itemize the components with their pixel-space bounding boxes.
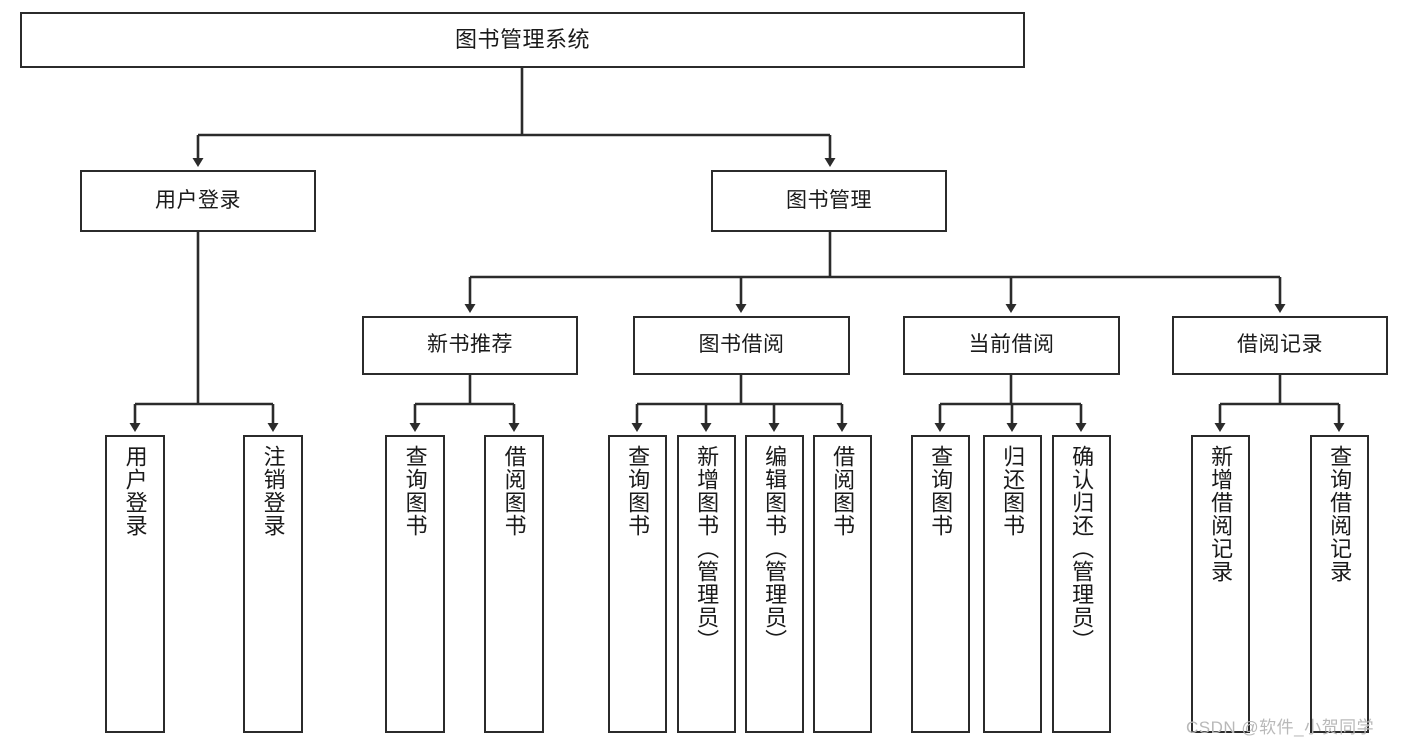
node-leaf-bb-query-book-label: 查询图书 — [625, 445, 651, 537]
node-leaf-cb-query-book-label: 查询图书 — [928, 445, 954, 537]
node-leaf-bb-edit-book-label: 编辑图书（管理员） — [762, 445, 788, 652]
node-leaf-user-login-label: 用户登录 — [122, 445, 148, 537]
node-book-manage[interactable]: 图书管理 — [711, 170, 947, 232]
node-book-borrow-label: 图书借阅 — [698, 333, 785, 357]
node-current-borrow[interactable]: 当前借阅 — [903, 316, 1120, 375]
node-leaf-bb-add-book[interactable]: 新增图书（管理员） — [677, 435, 736, 733]
node-user-login-label: 用户登录 — [155, 188, 241, 212]
node-leaf-bb-query-book[interactable]: 查询图书 — [608, 435, 667, 733]
node-root[interactable]: 图书管理系统 — [20, 12, 1025, 68]
node-leaf-bb-borrow-book[interactable]: 借阅图书 — [813, 435, 872, 733]
node-leaf-rec-borrow-book[interactable]: 借阅图书 — [484, 435, 544, 733]
node-leaf-rec-query-book[interactable]: 查询图书 — [385, 435, 445, 733]
node-leaf-cb-return-book[interactable]: 归还图书 — [983, 435, 1042, 733]
node-leaf-br-query-record[interactable]: 查询借阅记录 — [1310, 435, 1369, 733]
node-book-borrow[interactable]: 图书借阅 — [633, 316, 850, 375]
node-leaf-rec-query-book-label: 查询图书 — [402, 445, 428, 537]
node-leaf-user-login[interactable]: 用户登录 — [105, 435, 165, 733]
node-leaf-user-logout[interactable]: 注销登录 — [243, 435, 303, 733]
node-new-book-recommend[interactable]: 新书推荐 — [362, 316, 578, 375]
node-leaf-bb-borrow-book-label: 借阅图书 — [830, 445, 856, 537]
node-leaf-bb-edit-book[interactable]: 编辑图书（管理员） — [745, 435, 804, 733]
node-leaf-bb-add-book-label: 新增图书（管理员） — [694, 445, 720, 652]
node-leaf-user-logout-label: 注销登录 — [260, 445, 286, 537]
node-leaf-cb-return-book-label: 归还图书 — [1000, 445, 1026, 537]
node-leaf-cb-confirm-return[interactable]: 确认归还（管理员） — [1052, 435, 1111, 733]
node-borrow-record[interactable]: 借阅记录 — [1172, 316, 1388, 375]
node-leaf-cb-confirm-return-label: 确认归还（管理员） — [1069, 445, 1095, 652]
watermark: CSDN @软件_小贺同学 — [1186, 718, 1375, 737]
node-current-borrow-label: 当前借阅 — [968, 333, 1055, 357]
node-leaf-br-add-record-label: 新增借阅记录 — [1208, 445, 1234, 583]
node-root-label: 图书管理系统 — [454, 27, 590, 53]
node-leaf-br-query-record-label: 查询借阅记录 — [1327, 445, 1353, 583]
node-borrow-record-label: 借阅记录 — [1237, 333, 1323, 357]
node-new-book-recommend-label: 新书推荐 — [427, 333, 513, 357]
node-book-manage-label: 图书管理 — [786, 188, 872, 212]
node-user-login[interactable]: 用户登录 — [80, 170, 316, 232]
node-leaf-rec-borrow-book-label: 借阅图书 — [501, 445, 527, 537]
node-leaf-br-add-record[interactable]: 新增借阅记录 — [1191, 435, 1250, 733]
node-leaf-cb-query-book[interactable]: 查询图书 — [911, 435, 970, 733]
